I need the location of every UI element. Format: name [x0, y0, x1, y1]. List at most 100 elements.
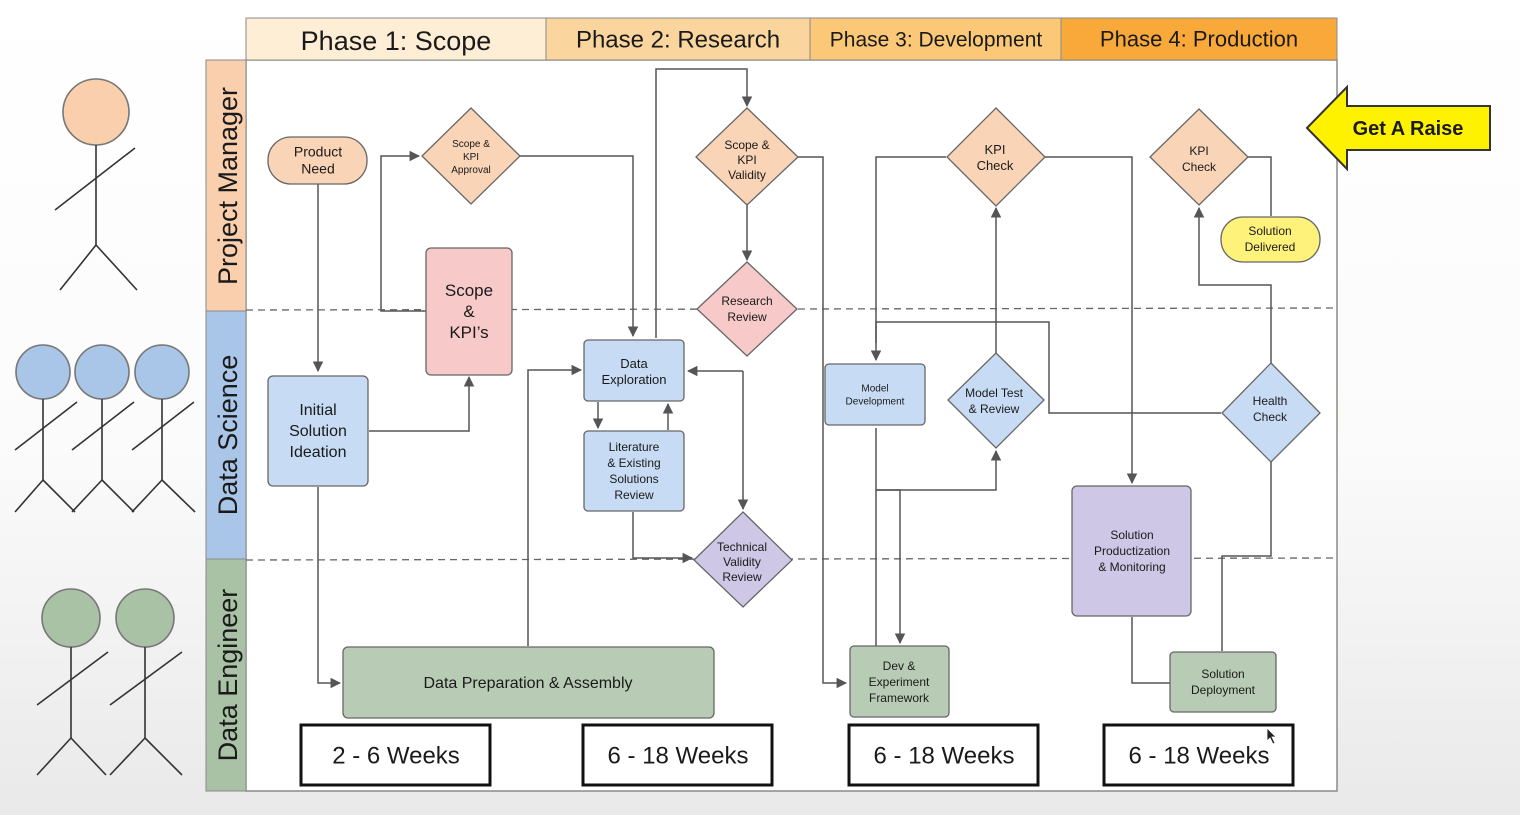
scope-kpi-approval-node [421, 107, 521, 205]
node-label-line: & Existing [607, 456, 660, 470]
node-label-line: Need [301, 161, 334, 177]
data-scientist-figures [14, 344, 196, 513]
node-label-line: Approval [451, 165, 490, 176]
node-label-line: Ideation [290, 444, 347, 461]
model-test-label: Model Test & Review [965, 386, 1023, 416]
technical-validity-node [693, 511, 793, 608]
yellow-arrow-icon [1305, 84, 1491, 172]
lane-de-bg [205, 558, 247, 792]
duration-phase-4: 6 - 18 Weeks [1129, 743, 1270, 770]
phase-3-title: Phase 3: Development [830, 29, 1043, 52]
lane-data-engineer-label: Data Engineer [213, 589, 243, 762]
solution-delivered-node [1220, 216, 1321, 263]
research-review-node [696, 261, 798, 357]
dev-framework-node [849, 645, 950, 718]
kpi-check-prod-node [1149, 108, 1249, 206]
node-label-line: Experiment [869, 675, 930, 689]
model-test-node [947, 352, 1045, 449]
lane-pm-bg [205, 59, 247, 312]
scope-kpis-node [425, 247, 513, 376]
mouse-cursor-icon [1266, 727, 1277, 745]
node-label-line: & [463, 302, 475, 321]
node-label-line: Solution [1110, 528, 1153, 542]
node-label-line: Solutions [609, 472, 658, 486]
node-label-line: Review [614, 488, 654, 502]
node-label-line: Model Test [965, 386, 1023, 400]
duration-phase-3: 6 - 18 Weeks [874, 743, 1015, 770]
phase-1-title: Phase 1: Scope [301, 26, 492, 56]
initial-solution-node [267, 375, 369, 487]
scope-kpis-label: Scope & KPI’s [445, 281, 493, 342]
node-label-line: KPI [985, 142, 1006, 157]
model-development-node [824, 363, 926, 426]
get-a-raise-callout: Get A Raise [1305, 84, 1491, 172]
scope-kpi-validity-node [695, 107, 799, 206]
node-label-line: Product [294, 144, 342, 160]
data-exploration-node [583, 339, 685, 402]
node-label-line: Solution [1201, 667, 1244, 681]
node-label-line: Framework [869, 691, 930, 705]
node-label-line: KPI [1189, 144, 1208, 158]
phase-2-header-bg [545, 17, 811, 61]
connectors [312, 68, 1272, 689]
node-label-line: Dev & [883, 659, 916, 673]
duration-phase-1: 2 - 6 Weeks [332, 743, 460, 770]
product-need-node [267, 136, 368, 185]
node-label-line: & Review [969, 402, 1020, 416]
node-label-line: Check [1182, 160, 1217, 174]
node-label-line: Technical [717, 540, 767, 554]
solution-productization-node [1071, 485, 1192, 617]
node-label-line: Check [1253, 410, 1288, 424]
node-label-line: Delivered [1245, 240, 1296, 254]
node-label-line: KPI’s [449, 323, 488, 342]
node-label-line: Productization [1094, 544, 1170, 558]
kpi-check-prod-label: KPI Check [1182, 144, 1217, 174]
node-label-line: Check [977, 158, 1014, 173]
kpi-check-dev-node [946, 107, 1046, 207]
node-label-line: Research [721, 294, 772, 308]
node-label-line: & Monitoring [1098, 560, 1165, 574]
node-label-line: Exploration [601, 372, 666, 387]
node-label-line: Model [861, 383, 888, 394]
node-label-line: Solution [289, 423, 347, 440]
project-manager-figure [54, 78, 138, 291]
data-prep-label: Data Preparation & Assembly [424, 675, 633, 692]
swimlane-labels: Project Manager Data Science Data Engine… [205, 59, 247, 792]
phase-3-header-bg [809, 17, 1062, 61]
duration-boxes: 2 - 6 Weeks 6 - 18 Weeks 6 - 18 Weeks 6 … [299, 723, 1295, 787]
lane-ds-bg [205, 310, 247, 560]
node-label-line: KPI [737, 153, 756, 167]
node-label-line: Scope [445, 281, 493, 300]
phase-headers: Phase 1: Scope Phase 2: Research Phase 3… [245, 17, 1338, 61]
health-check-node [1221, 362, 1321, 463]
node-label-line: Review [722, 570, 762, 584]
node-label-line: Development [846, 396, 905, 407]
lane-data-science-label: Data Science [213, 355, 243, 516]
node-label-line: Initial [299, 402, 336, 419]
phase-4-header-bg [1060, 17, 1338, 61]
lane-project-manager-label: Project Manager [213, 87, 243, 285]
node-label-line: Scope & [724, 138, 769, 152]
solution-deployment-node [1169, 651, 1277, 713]
node-label-line: Scope & [452, 139, 490, 150]
callout-label: Get A Raise [1353, 118, 1464, 140]
node-label-line: Validity [728, 168, 766, 182]
node-label-line: Data Preparation & Assembly [424, 675, 633, 692]
